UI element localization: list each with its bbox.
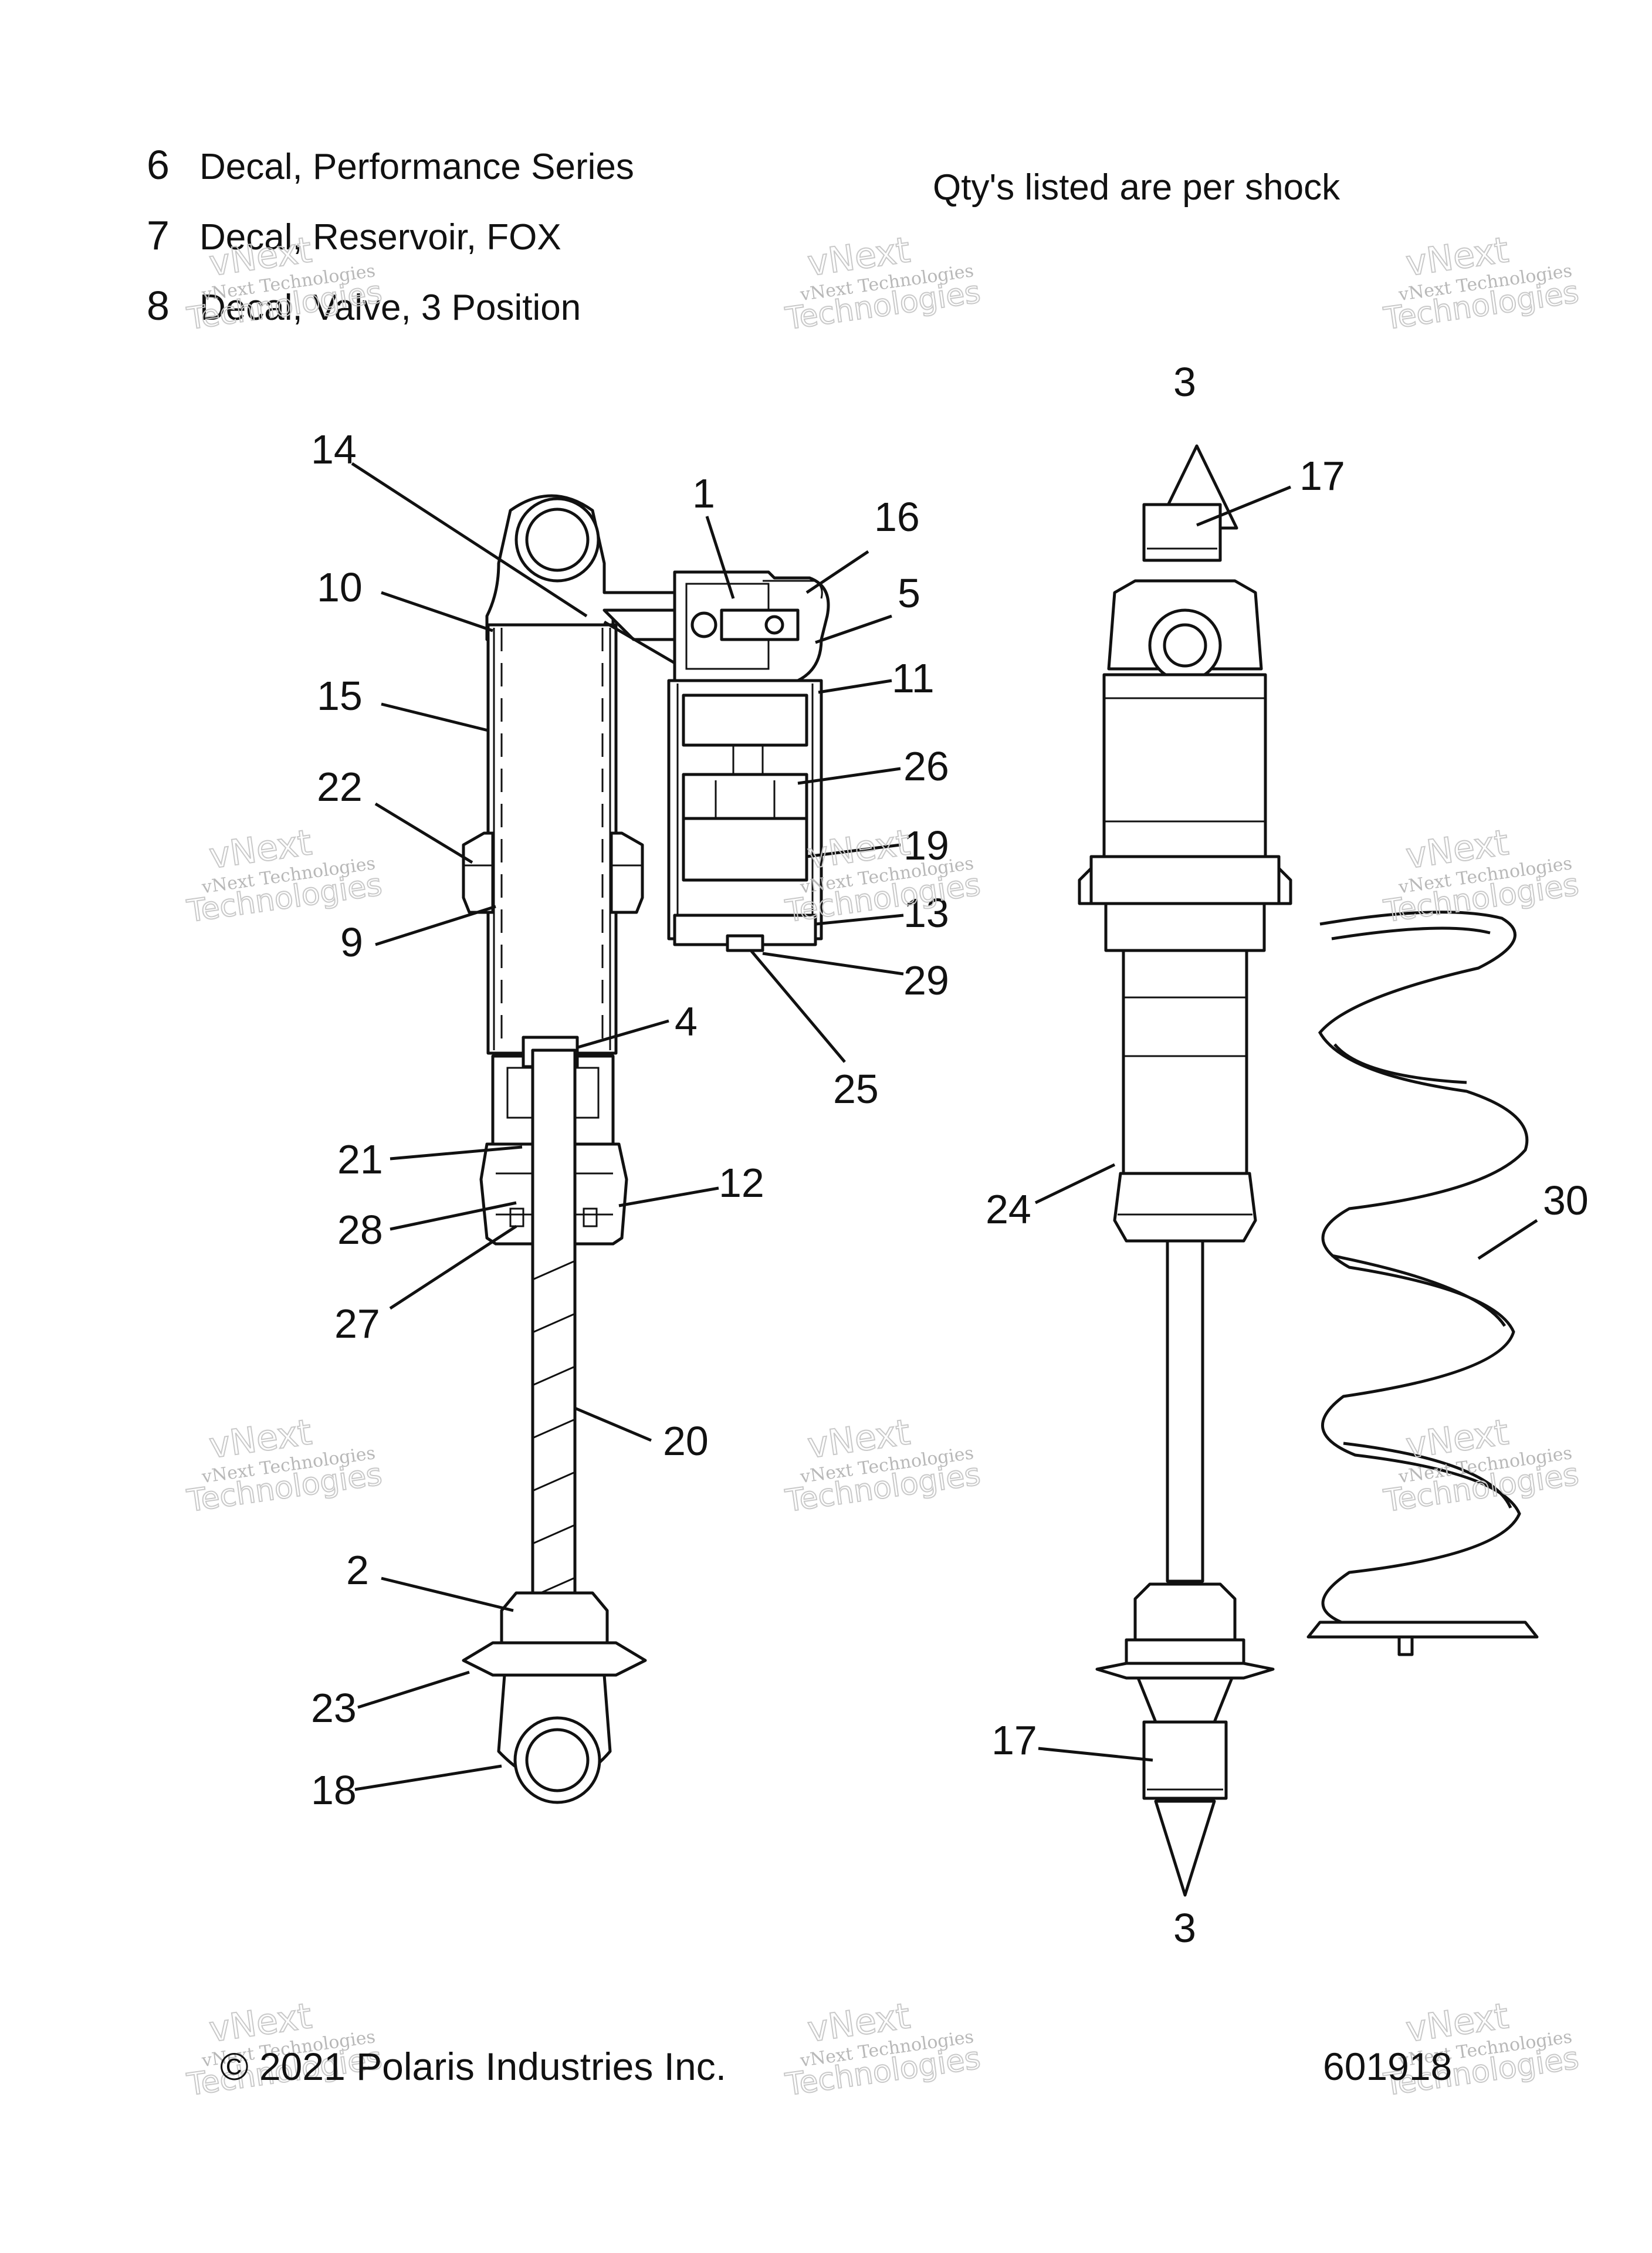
callout-18: 18 [311,1767,357,1813]
note-text-7: Decal, Reservoir, FOX [199,217,561,258]
callout-27: 27 [334,1301,380,1347]
callout-2: 2 [346,1547,369,1593]
watermarks: vNext vNext Technologies Technologies vN… [184,229,1582,2103]
callout-19: 19 [903,823,949,868]
callout-21: 21 [337,1136,383,1182]
shock-cutaway-drawing [462,494,830,1804]
figure-number: 601918 [1323,2045,1452,2088]
callout-1: 1 [692,471,715,516]
decal-notes: 6 Decal, Performance Series 7 Decal, Res… [147,142,634,329]
callout-25: 25 [833,1066,879,1112]
callout-11: 11 [892,655,935,701]
callout-30: 30 [1543,1178,1589,1223]
callout-numbers: 14 1 16 5 10 11 15 26 22 19 9 13 29 4 25… [311,359,1589,1951]
qty-note: Qty's listed are per shock [933,167,1340,208]
callout-22: 22 [317,764,363,810]
callout-3-top: 3 [1173,359,1196,405]
callout-24: 24 [986,1186,1031,1232]
coil-spring-drawing [1306,911,1539,1656]
callout-4: 4 [675,999,698,1044]
callout-29: 29 [903,958,949,1003]
callout-14: 14 [311,427,357,472]
callout-15: 15 [317,673,363,719]
callout-13: 13 [903,890,949,936]
shock-assembled-drawing [1078,444,1292,1897]
leader-lines [351,462,1538,1791]
callout-17-top: 17 [1299,453,1345,499]
note-text-8: Decal, Valve, 3 Position [199,287,581,328]
note-number-8: 8 [147,283,170,329]
callout-3-bottom: 3 [1173,1905,1196,1951]
callout-26: 26 [903,743,949,789]
note-number-6: 6 [147,142,170,188]
copyright-notice: © 2021 Polaris Industries Inc. [220,2045,726,2088]
callout-17-bottom: 17 [991,1717,1037,1763]
callout-28: 28 [337,1207,383,1253]
callout-5: 5 [898,570,920,616]
note-text-6: Decal, Performance Series [199,147,634,187]
callout-16: 16 [874,494,920,540]
callout-20: 20 [663,1418,709,1464]
note-number-7: 7 [147,212,170,258]
callout-9: 9 [340,919,363,965]
callout-12: 12 [719,1160,764,1206]
callout-10: 10 [317,564,363,610]
callout-23: 23 [311,1685,357,1731]
